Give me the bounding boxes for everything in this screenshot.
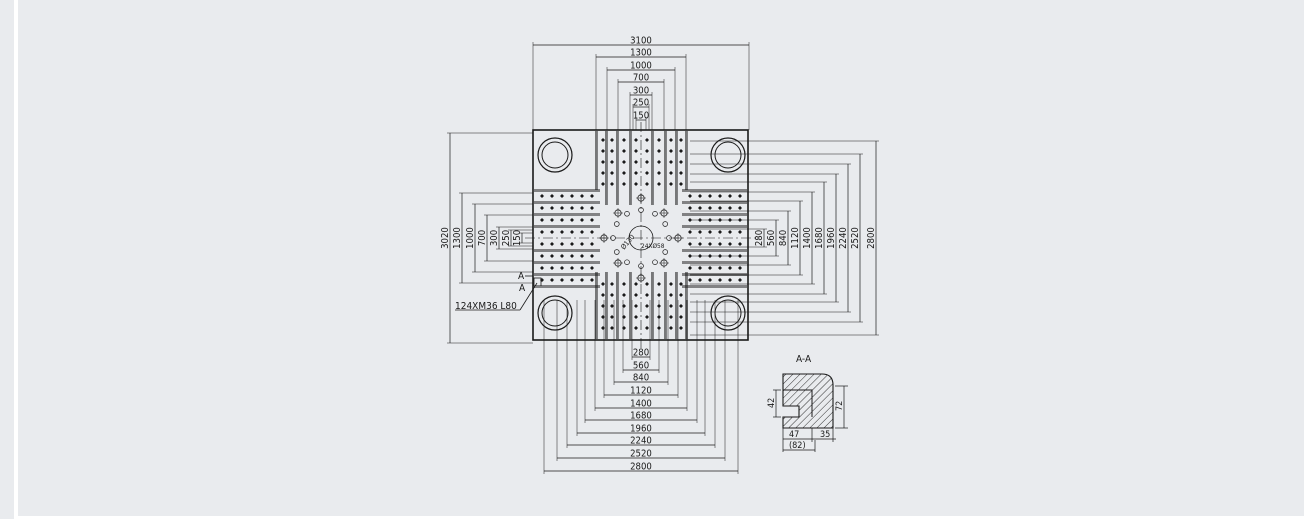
top-dim-700: 700 [633,73,649,84]
left-dim-300: 300 [489,230,500,246]
tie-bar-hole-top-right [710,137,746,173]
top-dim-150: 150 [633,111,649,122]
tie-bar-hole-top-left [537,137,573,173]
thread-callout: 124XM36 L80 [455,282,538,312]
left-border-strip [0,0,18,519]
right-dim-1400: 1400 [802,227,813,249]
top-dim-1300: 1300 [630,48,652,59]
right-dim-560: 560 [766,230,777,246]
left-dim-700: 700 [477,230,488,246]
right-dim-2240: 2240 [838,227,849,249]
top-dim-300: 300 [633,86,649,97]
bottom-dim-1960: 1960 [630,424,652,435]
center-locating-ring: Ø130 24XØ58 [619,225,665,251]
right-dim-840: 840 [778,230,789,246]
section-view-a-a: A-A 42 72 47 35 (82) [767,354,848,452]
bottom-dim-280: 280 [633,348,649,359]
section-cut-marker: A A [518,271,542,294]
tie-bar-hole-bottom-right [710,295,746,331]
platen-outline [532,129,749,341]
top-dim-1000: 1000 [630,61,652,72]
section-title: A-A [796,354,812,365]
section-marker-bottom: A [519,283,526,294]
right-dim-2520: 2520 [850,227,861,249]
bottom-dim-1120: 1120 [630,386,652,397]
bottom-dim-560: 560 [633,361,649,372]
bottom-dim-2800: 2800 [630,462,652,473]
tie-bar-holes [537,137,746,331]
bottom-dim-2520: 2520 [630,449,652,460]
section-dim-35: 35 [820,430,830,440]
platen-slot-pattern [525,122,760,350]
left-dim-1000: 1000 [465,227,476,249]
left-dim-1300: 1300 [452,227,463,249]
top-dim-250: 250 [633,98,649,109]
t-slot-profile [782,373,834,429]
right-dim-1120: 1120 [790,227,801,249]
bottom-dim-840: 840 [633,373,649,384]
top-dim-3100: 3100 [630,36,652,47]
section-dim-82: (82) [789,441,806,451]
section-dim-47: 47 [789,430,799,440]
bottom-dim-1680: 1680 [630,411,652,422]
section-marker-top: A [518,271,525,282]
right-dim-1680: 1680 [814,227,825,249]
section-dim-72: 72 [835,401,845,411]
right-dim-1960: 1960 [826,227,837,249]
left-dim-150: 150 [512,230,523,246]
left-dim-3020: 3020 [440,227,451,249]
ring-diameter-label: Ø130 [619,233,636,251]
bottom-dim-2240: 2240 [630,436,652,447]
thread-callout-label: 124XM36 L80 [455,301,517,312]
tie-bar-hole-bottom-left [537,295,573,331]
right-dim-280: 280 [754,230,765,246]
bottom-dim-1400: 1400 [630,399,652,410]
left-dim-250: 250 [501,230,512,246]
section-dim-42: 42 [767,398,777,408]
bottom-border-strip [14,516,1304,519]
bolt-circle-label: 24XØ58 [641,242,665,250]
right-dim-2800: 2800 [866,227,877,249]
